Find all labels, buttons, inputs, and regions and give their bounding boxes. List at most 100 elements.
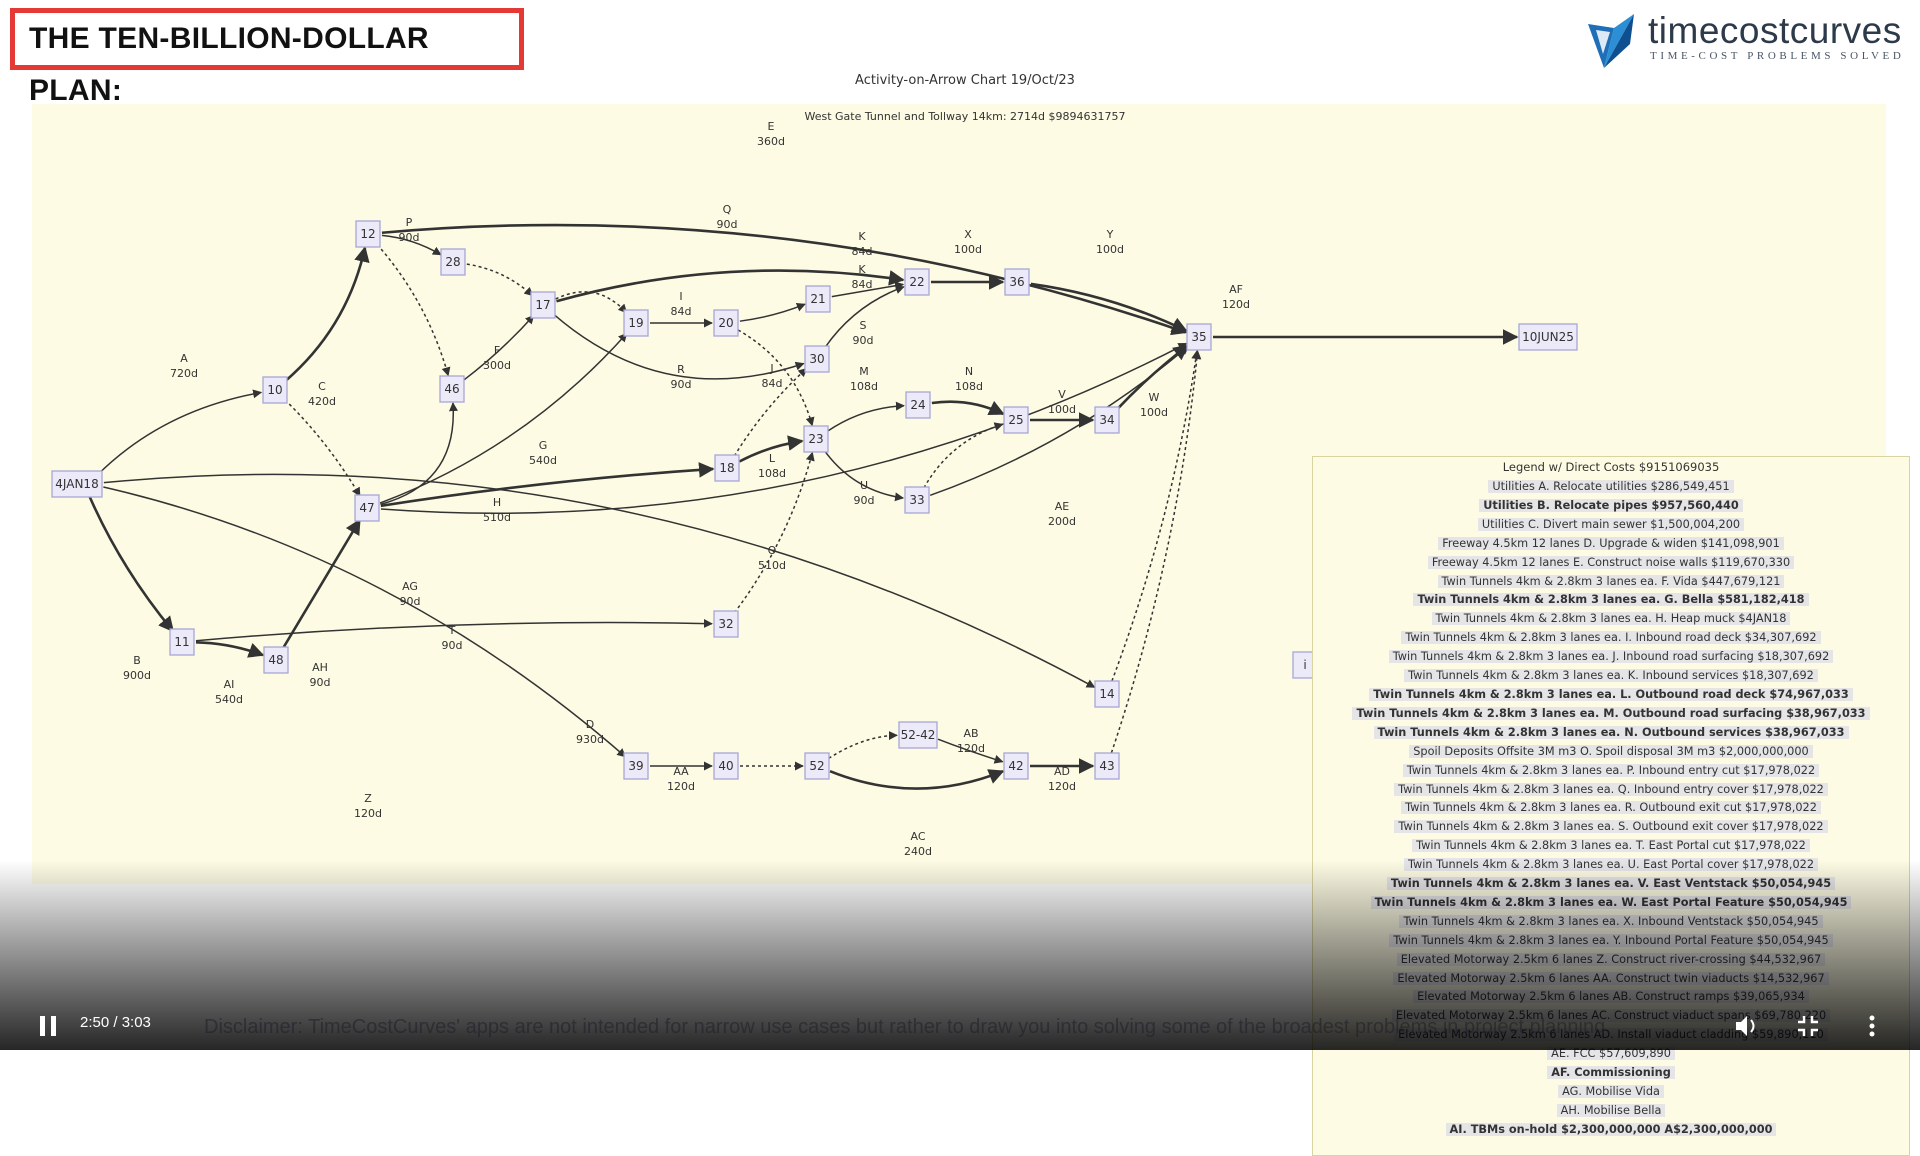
legend-item-text: Freeway 4.5km 12 lanes D. Upgrade & wide… bbox=[1438, 536, 1784, 550]
event-node-label: 22 bbox=[909, 275, 924, 289]
more-vertical-icon bbox=[1869, 1015, 1875, 1037]
legend-item: Utilities A. Relocate utilities $286,549… bbox=[1313, 478, 1909, 497]
activity-label: C bbox=[318, 380, 326, 393]
event-node: 47 bbox=[354, 494, 380, 522]
activity-duration: 720d bbox=[170, 367, 198, 380]
event-node: 14 bbox=[1094, 680, 1120, 708]
legend-item-text: AI. TBMs on-hold $2,300,000,000 A$2,300,… bbox=[1445, 1122, 1777, 1136]
event-node-label: 47 bbox=[359, 501, 374, 515]
event-node-label: 32 bbox=[718, 617, 733, 631]
legend-item-text: Utilities B. Relocate pipes $957,560,440 bbox=[1479, 498, 1743, 512]
activity-label: J bbox=[769, 362, 773, 375]
activity-duration: 510d bbox=[483, 511, 511, 524]
dummy-arrow bbox=[1110, 350, 1202, 753]
brand-logo: timecostcurves TIME-COST PROBLEMS SOLVED bbox=[1584, 10, 1914, 72]
event-node: 34 bbox=[1094, 406, 1120, 434]
activity-arrow-t bbox=[195, 619, 713, 642]
activity-label: AE bbox=[1055, 500, 1070, 513]
activity-arrow-y bbox=[1030, 282, 1188, 333]
activity-duration: 100d bbox=[1140, 406, 1168, 419]
pause-button[interactable] bbox=[30, 1008, 66, 1044]
event-node-label: 10 bbox=[267, 383, 282, 397]
event-node-label: i bbox=[1303, 658, 1306, 672]
dummy-arrow bbox=[923, 422, 1004, 489]
event-node-box bbox=[1186, 323, 1212, 351]
event-node-box bbox=[714, 454, 740, 482]
event-node-label: 30 bbox=[809, 352, 824, 366]
activity-arrow-ab bbox=[937, 738, 1004, 764]
event-node-box bbox=[263, 646, 289, 674]
dummy-arrow bbox=[1111, 349, 1201, 682]
activity-label: AI bbox=[224, 678, 235, 691]
activity-duration: 90d bbox=[399, 231, 420, 244]
event-node-box bbox=[803, 425, 829, 453]
legend-item: AG. Mobilise Vida bbox=[1313, 1083, 1909, 1102]
activity-duration: 90d bbox=[854, 494, 875, 507]
event-node-box bbox=[1518, 323, 1578, 351]
event-node-label: 19 bbox=[628, 316, 643, 330]
event-node-box bbox=[530, 291, 556, 319]
dummy-arrow bbox=[828, 731, 898, 760]
event-node: 42 bbox=[1003, 752, 1029, 780]
legend-item: Freeway 4.5km 12 lanes D. Upgrade & wide… bbox=[1313, 535, 1909, 554]
event-node: 10JUN25 bbox=[1518, 323, 1578, 351]
activity-arrow-z bbox=[103, 486, 627, 758]
activity-label: D bbox=[586, 718, 594, 731]
activity-arrow-l bbox=[738, 435, 804, 463]
activity-arrow-q bbox=[556, 269, 905, 303]
activity-label: K bbox=[858, 230, 866, 243]
activity-duration: 108d bbox=[850, 380, 878, 393]
activity-arrow-r bbox=[553, 313, 805, 380]
activity-duration: 90d bbox=[671, 378, 692, 391]
legend-item-text: AH. Mobilise Bella bbox=[1556, 1103, 1666, 1117]
event-node-label: 11 bbox=[174, 635, 189, 649]
legend-item: Utilities B. Relocate pipes $957,560,440 bbox=[1313, 497, 1909, 516]
legend-item: AI. TBMs on-hold $2,300,000,000 A$2,300,… bbox=[1313, 1121, 1909, 1140]
legend-item: Utilities C. Divert main sewer $1,500,00… bbox=[1313, 516, 1909, 535]
activity-duration: 90d bbox=[717, 218, 738, 231]
event-node-box bbox=[1003, 406, 1029, 434]
activity-arrow-u bbox=[823, 449, 905, 502]
event-node-label: 43 bbox=[1099, 759, 1114, 773]
event-node: 40 bbox=[713, 752, 739, 780]
volume-icon bbox=[1736, 1016, 1755, 1036]
legend-item-text: Twin Tunnels 4km & 2.8km 3 lanes ea. R. … bbox=[1401, 801, 1821, 815]
activity-arrow-c bbox=[284, 399, 361, 497]
legend-item-text: Twin Tunnels 4km & 2.8km 3 lanes ea. P. … bbox=[1402, 763, 1820, 777]
dummy-arrow bbox=[733, 367, 808, 457]
more-options-button[interactable] bbox=[1854, 1008, 1890, 1044]
legend-item-text: Twin Tunnels 4km & 2.8km 3 lanes ea. H. … bbox=[1431, 612, 1791, 626]
legend-item: AF. Commissioning bbox=[1313, 1064, 1909, 1083]
legend-item-text: Freeway 4.5km 12 lanes E. Construct nois… bbox=[1427, 555, 1795, 569]
event-node: 43 bbox=[1094, 752, 1120, 780]
event-node-label: 12 bbox=[360, 227, 375, 241]
event-node-box bbox=[51, 470, 103, 498]
legend-item: Twin Tunnels 4km & 2.8km 3 lanes ea. L. … bbox=[1313, 686, 1909, 705]
event-node-box bbox=[898, 721, 938, 749]
activity-arrow-ae bbox=[929, 345, 1190, 497]
mute-button[interactable] bbox=[1728, 1008, 1764, 1044]
activity-label: X bbox=[964, 228, 972, 241]
legend-item: Twin Tunnels 4km & 2.8km 3 lanes ea. I. … bbox=[1313, 629, 1909, 648]
activity-duration: 84d bbox=[762, 377, 783, 390]
activity-label: AD bbox=[1054, 765, 1070, 778]
exit-fullscreen-button[interactable] bbox=[1790, 1008, 1826, 1044]
dummy-arrow bbox=[284, 246, 370, 382]
activity-arrow-d bbox=[103, 473, 1096, 688]
activity-label: I bbox=[679, 290, 682, 303]
activity-label: B bbox=[133, 654, 141, 667]
activity-label: AC bbox=[910, 830, 925, 843]
activity-label: AA bbox=[673, 765, 689, 778]
legend-item-text: Twin Tunnels 4km & 2.8km 3 lanes ea. Q. … bbox=[1394, 782, 1828, 796]
activity-label: O bbox=[768, 544, 777, 557]
dummy-arrow bbox=[555, 291, 628, 314]
legend-item-text: AG. Mobilise Vida bbox=[1558, 1085, 1664, 1098]
event-node-label: 18 bbox=[719, 461, 734, 475]
event-node: 12 bbox=[355, 220, 381, 248]
legend-item: Twin Tunnels 4km & 2.8km 3 lanes ea. S. … bbox=[1313, 818, 1909, 837]
event-node-label: 46 bbox=[444, 382, 459, 396]
event-node-label: 28 bbox=[445, 255, 460, 269]
activity-duration: 90d bbox=[400, 595, 421, 608]
activity-arrow-k bbox=[739, 303, 806, 322]
legend-item-text: Twin Tunnels 4km & 2.8km 3 lanes ea. G. … bbox=[1413, 593, 1809, 607]
